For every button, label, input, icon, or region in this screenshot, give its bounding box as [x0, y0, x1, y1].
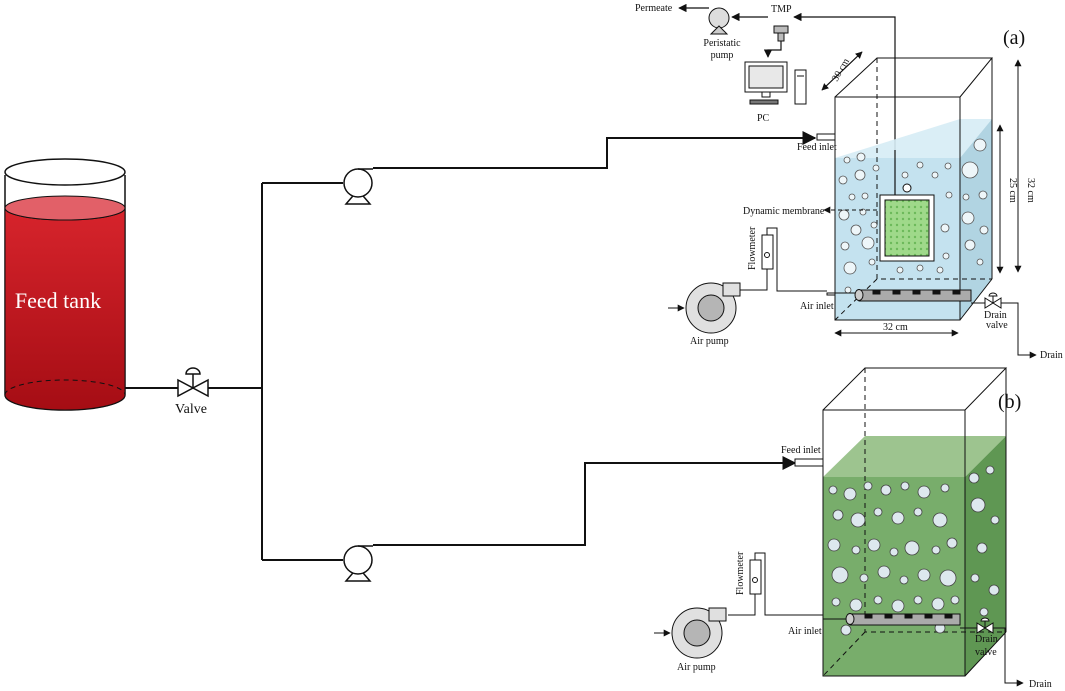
feed-pump-a[interactable] [343, 168, 373, 205]
feed-tank: Feed tank [4, 158, 126, 411]
feed-inlet-b-label: Feed inlet [781, 445, 821, 456]
drain-valve-a[interactable] [984, 292, 1002, 309]
peristaltic-pump-label-1: Peristatic [703, 38, 741, 49]
feed-inlet-a-port [816, 133, 836, 141]
feed-valve[interactable] [177, 367, 209, 398]
reactor-a [834, 57, 994, 321]
drain-valve-a-label-2: valve [986, 320, 1008, 331]
feed-pump-b[interactable] [343, 545, 373, 582]
dim-height-inner-label: 25 cm [1007, 178, 1018, 203]
drain-valve-b-label-2: valve [975, 647, 997, 658]
dim-height-outer-label: 32 cm [1025, 178, 1036, 203]
dim-width-label: 32 cm [883, 322, 908, 333]
pc-label: PC [757, 113, 770, 124]
flowmeter-b[interactable] [749, 559, 762, 595]
panel-a: (a) Permeate Peristatic pump TMP [635, 3, 1063, 361]
aerator-a [854, 289, 972, 302]
air-pump-a[interactable] [685, 282, 741, 334]
tmp-label: TMP [771, 4, 792, 15]
main-piping [125, 131, 817, 561]
dim-depth-label: 30 cm [830, 56, 852, 83]
tmp-sensor[interactable] [773, 25, 789, 42]
bubbles-b [827, 465, 1000, 636]
peristaltic-pump-label-2: pump [711, 50, 734, 61]
bubbles-a [838, 138, 989, 294]
air-inlet-a-label: Air inlet [800, 301, 834, 312]
dynamic-membrane-module [879, 150, 935, 262]
dynamic-membrane-label: Dynamic membrane [743, 206, 825, 217]
flowmeter-b-label: Flowmeter [735, 551, 746, 595]
aerator-b [845, 613, 961, 626]
air-pump-a-label: Air pump [690, 336, 729, 347]
valve-label: Valve [175, 402, 207, 417]
flowmeter-a-label: Flowmeter [747, 226, 758, 270]
feed-inlet-b-port [794, 458, 824, 467]
air-pump-b[interactable] [671, 607, 727, 659]
drain-b-label: Drain [1029, 679, 1052, 690]
drain-valve-b-label-1: Drain [975, 634, 998, 645]
feed-inlet-a-label: Feed inlet [797, 142, 837, 153]
peristaltic-pump[interactable] [708, 7, 730, 35]
feed-tank-label: Feed tank [15, 288, 101, 313]
drain-a-label: Drain [1040, 350, 1063, 361]
panel-a-tag: (a) [1003, 27, 1025, 49]
panel-b: (b) [654, 367, 1052, 690]
air-inlet-b-label: Air inlet [788, 626, 822, 637]
panel-b-tag: (b) [998, 391, 1021, 413]
pc-icon [744, 61, 807, 105]
permeate-label: Permeate [635, 3, 673, 14]
flowmeter-a[interactable] [761, 234, 774, 270]
drain-valve-a-label-1: Drain [984, 310, 1007, 321]
air-pump-b-label: Air pump [677, 662, 716, 673]
